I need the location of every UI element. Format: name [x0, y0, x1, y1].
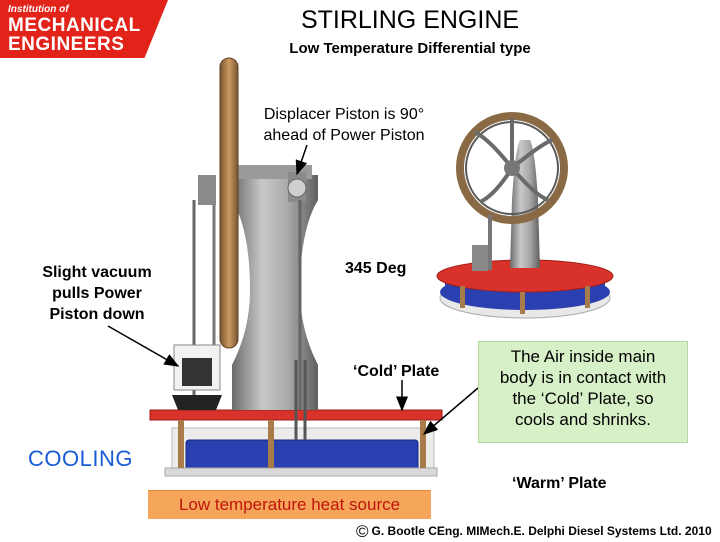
small-engine — [436, 112, 614, 319]
warm-plate-label: ‘Warm’ Plate — [512, 475, 607, 492]
logo-line3: ENGINEERS — [8, 34, 125, 55]
info-box: The Air inside main body is in contact w… — [478, 341, 688, 443]
heat-source-bar: Low temperature heat source — [148, 490, 431, 519]
cooling-label: COOLING — [28, 446, 133, 471]
info-box-line4: cools and shrinks. — [514, 410, 652, 429]
imeche-logo — [0, 0, 168, 58]
copyright-footer: ©G. Bootle CEng. MIMech.E. Delphi Diesel… — [356, 522, 712, 542]
displacer-note-line1: Displacer Piston is 90° — [263, 106, 425, 123]
copyright-text: G. Bootle CEng. MIMech.E. Delphi Diesel … — [371, 524, 712, 538]
logo-line2: MECHANICAL — [8, 15, 141, 36]
vacuum-note-line2: pulls Power — [52, 285, 142, 302]
cold-plate-label: ‘Cold’ Plate — [353, 363, 440, 380]
info-box-line3: the ‘Cold’ Plate, so — [512, 389, 654, 408]
angle-label: 345 Deg — [345, 260, 407, 277]
copyright-icon: © — [356, 522, 369, 541]
vacuum-note-line1: Slight vacuum — [42, 264, 152, 281]
info-box-line1: The Air inside main — [510, 347, 656, 366]
displacer-note-line2: ahead of Power Piston — [263, 127, 425, 144]
info-box-line2: body is in contact with — [499, 368, 667, 387]
page-title: STIRLING ENGINE — [300, 6, 520, 34]
vacuum-note: Slight vacuum pulls Power Piston down — [26, 262, 168, 325]
vacuum-note-line3: Piston down — [49, 306, 145, 323]
logo-line1: Institution of — [8, 4, 69, 15]
page-subtitle: Low Temperature Differential type — [289, 40, 531, 57]
displacer-note: Displacer Piston is 90° ahead of Power P… — [246, 104, 442, 146]
